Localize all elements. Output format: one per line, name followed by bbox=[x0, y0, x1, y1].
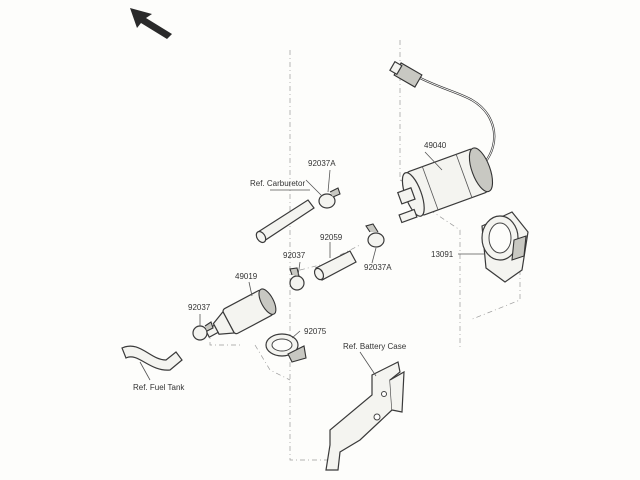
fuel-tank-hose bbox=[121, 345, 183, 371]
label-92075: 92075 bbox=[304, 327, 327, 336]
part-labels: Ref. Carburetor 92037A 49040 92059 92037… bbox=[133, 141, 454, 392]
label-92037A-right: 92037A bbox=[364, 263, 392, 272]
fuel-pump bbox=[396, 147, 494, 224]
label-ref-carburetor: Ref. Carburetor bbox=[250, 179, 305, 188]
label-13091: 13091 bbox=[431, 250, 454, 259]
label-ref-fuel-tank: Ref. Fuel Tank bbox=[133, 383, 185, 392]
fuel-pump-connector bbox=[389, 60, 496, 176]
hose-clamp-92037A-right bbox=[365, 223, 385, 248]
fuel-filter bbox=[204, 288, 277, 338]
leader-lines bbox=[139, 151, 484, 381]
hose-clamp-92037-mid bbox=[289, 267, 305, 291]
carburetor-hose bbox=[255, 199, 315, 244]
assembly-lines bbox=[209, 40, 521, 461]
pump-holder bbox=[481, 211, 529, 283]
label-49040: 49040 bbox=[424, 141, 447, 150]
label-92059: 92059 bbox=[320, 233, 343, 242]
label-ref-battery-case: Ref. Battery Case bbox=[343, 342, 407, 351]
label-92037-left: 92037 bbox=[188, 303, 211, 312]
filter-band bbox=[265, 333, 307, 363]
hose-clamp-92037A-top bbox=[318, 187, 341, 209]
front-direction-arrow-icon bbox=[130, 8, 172, 39]
label-92037-mid: 92037 bbox=[283, 251, 306, 260]
battery-case-bracket bbox=[325, 361, 405, 471]
label-49019: 49019 bbox=[235, 272, 258, 281]
label-92037A-top: 92037A bbox=[308, 159, 336, 168]
fuel-hose-92059 bbox=[313, 250, 357, 281]
